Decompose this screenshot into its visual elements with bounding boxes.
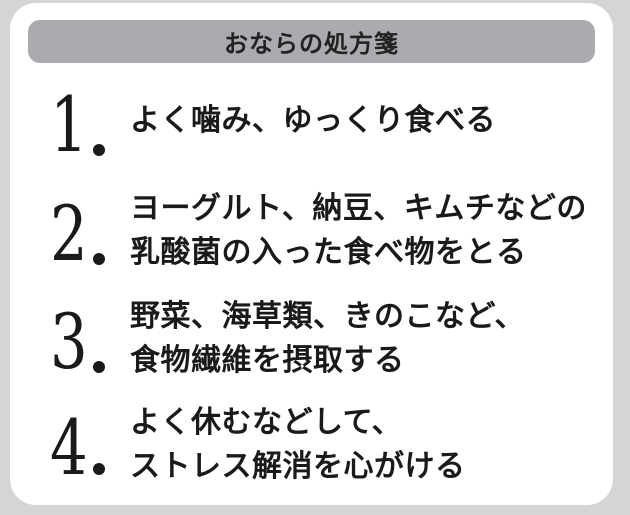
list-item-2: 2 ヨーグルト、納豆、キムチなどの 乳酸菌の入った食べ物をとる xyxy=(10,189,613,284)
item-number-dot xyxy=(93,361,105,373)
item-line: よく休むなどして、 xyxy=(130,405,403,440)
item-number-dot xyxy=(93,144,105,156)
item-line: ストレス解消を心がける xyxy=(130,449,466,484)
item-line: 野菜、海草類、きのこなど、 xyxy=(130,299,525,334)
header-title: おならの処方箋 xyxy=(224,30,399,58)
item-number: 1 xyxy=(50,80,88,169)
header-bar: おならの処方箋 xyxy=(28,20,595,63)
prescription-card: おならの処方箋 1 よく噛み、ゆっくり食べる 2 ヨーグルト、納豆、キムチなどの… xyxy=(10,3,613,505)
item-number-dot xyxy=(93,253,105,265)
list-item-3: 3 野菜、海草類、きのこなど、 食物繊維を摂取する xyxy=(10,297,613,392)
item-number: 2 xyxy=(50,189,88,278)
item-number: 3 xyxy=(50,297,88,386)
list-item-1: 1 よく噛み、ゆっくり食べる xyxy=(10,87,613,167)
item-number-dot xyxy=(93,463,105,475)
item-line: 乳酸菌の入った食べ物をとる xyxy=(130,235,527,270)
item-line: ヨーグルト、納豆、キムチなどの xyxy=(130,191,587,226)
item-number: 4 xyxy=(50,403,88,492)
item-line: よく噛み、ゆっくり食べる xyxy=(130,103,496,138)
item-line: 食物繊維を摂取する xyxy=(130,343,405,378)
list-item-4: 4 よく休むなどして、 ストレス解消を心がける xyxy=(10,403,613,498)
